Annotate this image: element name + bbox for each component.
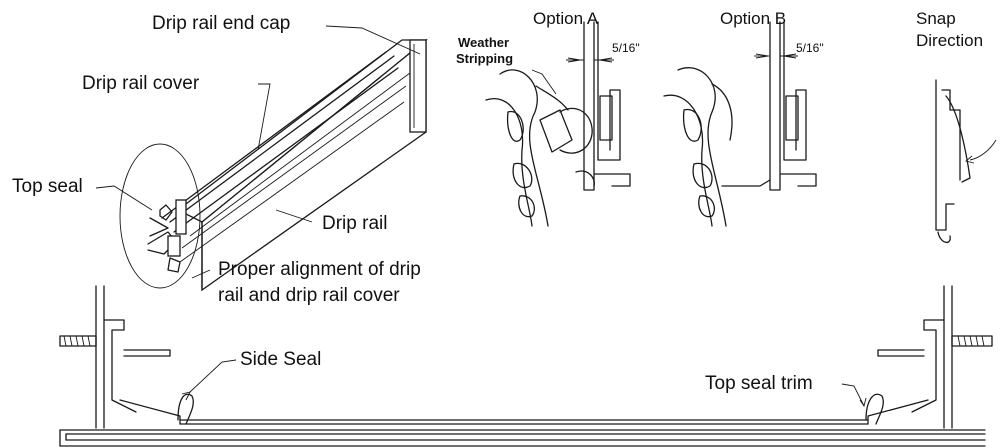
label-weather-line2: Stripping bbox=[456, 51, 514, 66]
label-top-seal-trim: Top seal trim bbox=[705, 373, 813, 394]
assembly-leaders bbox=[95, 25, 421, 279]
label-drip-rail-cover: Drip rail cover bbox=[82, 73, 200, 94]
label-snap-line2: Direction bbox=[916, 31, 984, 50]
label-snap-line1: Snap bbox=[916, 9, 956, 28]
label-proper-alignment-line1: Proper alignment of drip bbox=[218, 259, 421, 280]
label-drip-rail: Drip rail bbox=[322, 213, 388, 234]
lower-frame-section bbox=[59, 285, 993, 447]
label-drip-rail-end-cap: Drip rail end cap bbox=[152, 13, 291, 34]
label-side-seal: Side Seal bbox=[240, 349, 322, 370]
label-top-seal: Top seal bbox=[12, 176, 83, 197]
alignment-oval bbox=[119, 143, 201, 289]
snap-direction-profile bbox=[935, 79, 997, 243]
label-dim-option-a: 5/16" bbox=[612, 41, 640, 55]
label-option-b: Option B bbox=[720, 9, 787, 28]
label-proper-alignment-line2: rail and drip rail cover bbox=[218, 285, 400, 306]
drip-rail-assembly bbox=[119, 38, 428, 292]
label-option-a: Option A bbox=[533, 9, 599, 28]
end-cap-shape bbox=[409, 39, 427, 133]
option-b-section bbox=[663, 21, 817, 227]
option-a-section bbox=[485, 21, 631, 227]
label-weather-line1: Weather bbox=[458, 35, 510, 50]
label-dim-option-b: 5/16" bbox=[796, 41, 824, 55]
